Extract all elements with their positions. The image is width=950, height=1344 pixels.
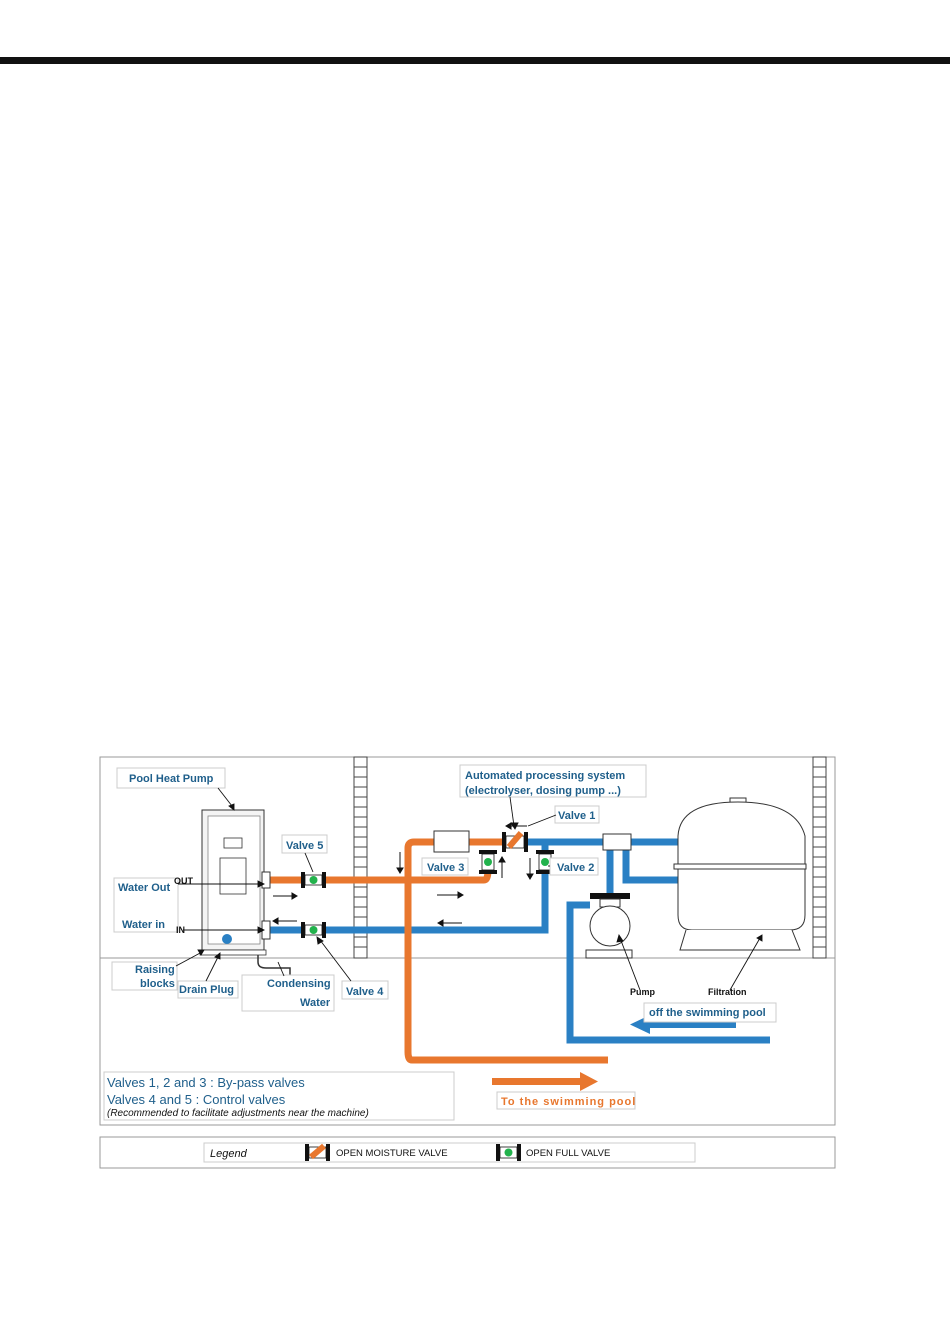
valve-3 [479, 850, 497, 874]
condensing-drain-pipe [257, 955, 291, 975]
brand-logo-icon [222, 934, 232, 944]
label-condensing-line1: Condensing [267, 978, 331, 990]
label-to-pool: To the swimming pool [501, 1096, 636, 1108]
heat-pump-unit [199, 809, 271, 956]
label-boxes [103, 764, 777, 1121]
legend: Legend OPEN MOISTURE VALVE OPEN FULL VAL… [99, 1136, 836, 1169]
label-out-tag: OUT [174, 876, 194, 886]
label-condensing-line2: Water [300, 997, 331, 1009]
legend-title: Legend [210, 1148, 248, 1160]
label-raising-line1: Raising [135, 964, 175, 976]
label-automated-line1: Automated processing system [465, 770, 625, 782]
label-valve-4: Valve 4 [346, 986, 384, 998]
flow-arrows [272, 822, 534, 927]
label-valve-3: Valve 3 [427, 862, 464, 874]
label-valve-2: Valve 2 [557, 862, 594, 874]
brick-wall-right [812, 756, 827, 959]
legend-full-valve-icon [496, 1144, 521, 1161]
label-drain-plug: Drain Plug [179, 984, 234, 996]
filtration-tank [673, 797, 807, 951]
note-recommendation: (Recommended to facilitate adjustments n… [107, 1108, 369, 1119]
legend-full-label: OPEN FULL VALVE [526, 1148, 610, 1159]
valve-4 [301, 922, 326, 938]
valve-5 [301, 872, 326, 888]
legend-moisture-valve-icon [305, 1143, 330, 1161]
note-control-valves: Valves 4 and 5 : Control valves [107, 1092, 286, 1107]
label-valve-1: Valve 1 [558, 810, 595, 822]
label-water-in: Water in [122, 919, 165, 931]
label-pump: Pump [630, 987, 656, 997]
label-pool-heat-pump: Pool Heat Pump [129, 773, 214, 785]
note-bypass-valves: Valves 1, 2 and 3 : By-pass valves [107, 1075, 305, 1090]
label-water-out: Water Out [118, 882, 170, 894]
brick-wall-left [353, 756, 368, 959]
label-valve-5: Valve 5 [286, 840, 323, 852]
label-automated-line2: (electrolyser, dosing pump ...) [465, 785, 621, 797]
leader-lines [175, 787, 763, 991]
legend-moisture-label: OPEN MOISTURE VALVE [336, 1148, 448, 1159]
label-raising-line2: blocks [140, 978, 175, 990]
automated-processing-unit [433, 830, 470, 853]
label-off-pool: off the swimming pool [649, 1007, 766, 1019]
arrow-to-pool [492, 1072, 598, 1091]
pipe-junction [602, 833, 632, 851]
label-filtration: Filtration [708, 987, 747, 997]
label-in-tag: IN [176, 925, 185, 935]
header-rule [0, 57, 950, 64]
valve-1 [502, 831, 528, 852]
